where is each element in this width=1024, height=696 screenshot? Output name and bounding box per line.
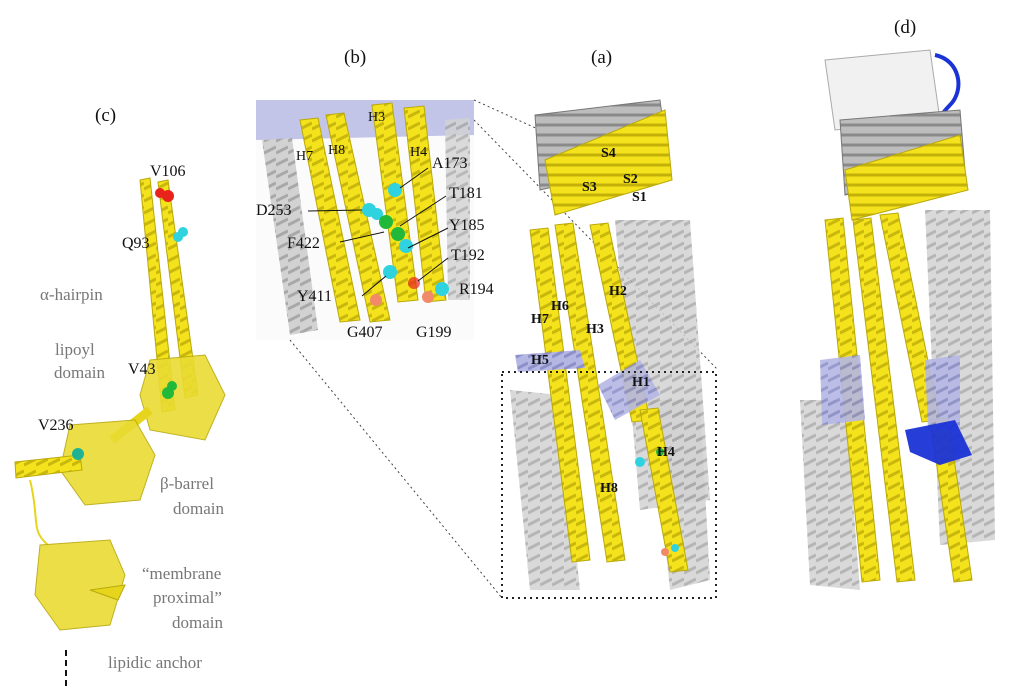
a-lavender-h1: [598, 360, 660, 420]
a-strand-label-s2: S2: [623, 172, 638, 187]
b-helix-h8: [325, 112, 391, 323]
d-barrel-yellow: [844, 134, 969, 221]
b-lavender-top: [256, 100, 474, 140]
a-helix-h6: [554, 222, 626, 563]
a-strand-label-s1: S1: [632, 190, 647, 205]
c-linker: [29, 479, 49, 546]
panel-a-structure: [501, 99, 717, 599]
residue-label-t192: T192: [451, 247, 485, 264]
domain-label-barrel-1: β-barrel: [160, 474, 214, 493]
b-helix-label-h8: H8: [328, 143, 346, 158]
domain-label-lipoyl-2: domain: [54, 363, 105, 382]
b-zoom-line-top: [473, 99, 541, 131]
c-atom-q93b: [173, 232, 183, 242]
b-helix-label-h3: H3: [368, 110, 386, 125]
d-blue-segment: [905, 420, 972, 465]
a-strand-label-s4: S4: [601, 146, 616, 161]
a-zoom-box: [501, 371, 717, 599]
residue-label-y185: Y185: [449, 217, 485, 234]
c-lipoyl-domain: [139, 354, 226, 441]
c-mp-strand: [89, 584, 126, 601]
b-leader-y185: [407, 227, 449, 249]
b-zoom-line-bottom: [289, 339, 503, 599]
residue-label-v236: V236: [38, 417, 74, 434]
a-barrel-yellow: [544, 109, 673, 216]
b-helix-h7: [299, 117, 361, 323]
domain-label-mp-2: proximal”: [153, 588, 222, 607]
a-helix-label-h5: H5: [531, 353, 549, 368]
panel-label-c: (c): [95, 105, 117, 126]
residue-label-a173: A173: [432, 155, 468, 172]
residue-label-v43: V43: [128, 361, 156, 378]
domain-label-hairpin: α-hairpin: [40, 285, 103, 304]
a-helix-h4: [639, 407, 689, 573]
c-barrel-helix: [14, 454, 83, 479]
c-mp-domain: [34, 539, 126, 631]
c-atom-v43b: [167, 381, 177, 391]
panel-label-b: (b): [344, 47, 367, 68]
residue-label-v106: V106: [150, 163, 186, 180]
domain-label-barrel-2: domain: [173, 499, 224, 518]
a-strand-label-s3: S3: [582, 180, 597, 195]
residue-label-f422: F422: [287, 235, 320, 252]
domain-label-mp-3: domain: [172, 613, 223, 632]
residue-label-d253: D253: [256, 202, 292, 219]
residue-label-r194: R194: [459, 281, 494, 298]
a-helix-label-h8: H8: [600, 481, 618, 496]
panel-b-structure: [256, 99, 719, 599]
panel-label-a: (a): [591, 47, 613, 68]
a-helix-label-h7: H7: [531, 312, 549, 327]
b-leader-t181: [399, 195, 447, 227]
panel-d-structure: [800, 49, 995, 590]
b-helix-label-h4: H4: [410, 145, 428, 160]
b-gray-left: [262, 138, 318, 335]
c-atom-v236: [72, 448, 84, 460]
d-lavender-right: [925, 355, 960, 430]
d-lavender: [820, 355, 865, 425]
b-leader-t192: [417, 257, 449, 282]
b-leader-a173: [399, 167, 429, 189]
a-helix-label-h6: H6: [551, 299, 569, 314]
a-helix-h7: [529, 227, 591, 563]
a-helix-label-h2: H2: [609, 284, 627, 299]
residue-label-t181: T181: [449, 185, 483, 202]
b-helix-label-h7: H7: [296, 149, 314, 164]
a-lavender-h5: [515, 350, 585, 372]
b-leader-y411: [361, 275, 387, 297]
b-helix-h4: [403, 105, 447, 303]
panel-label-d: (d): [894, 17, 917, 38]
b-leader-f422: [339, 231, 385, 243]
residue-label-q93: Q93: [122, 235, 150, 252]
a-helix-label-h4: H4: [657, 445, 675, 460]
b-leader-d253: [307, 209, 363, 212]
a-helix-label-h1: H1: [632, 375, 650, 390]
b-gray-right: [445, 118, 470, 300]
domain-label-lipoyl-1: lipoyl: [55, 340, 95, 359]
residue-label-y411: Y411: [297, 288, 332, 305]
residue-label-g407: G407: [347, 324, 383, 341]
c-atom-v106b: [155, 188, 165, 198]
a-helix-label-h3: H3: [586, 322, 604, 337]
residue-label-g199: G199: [416, 324, 452, 341]
domain-label-anchor: lipidic anchor: [108, 653, 202, 672]
panel-c-structure: [14, 177, 226, 686]
domain-label-mp-1: “membrane: [142, 564, 222, 583]
d-gray-lower: [800, 400, 860, 590]
d-helix-2: [852, 217, 916, 583]
